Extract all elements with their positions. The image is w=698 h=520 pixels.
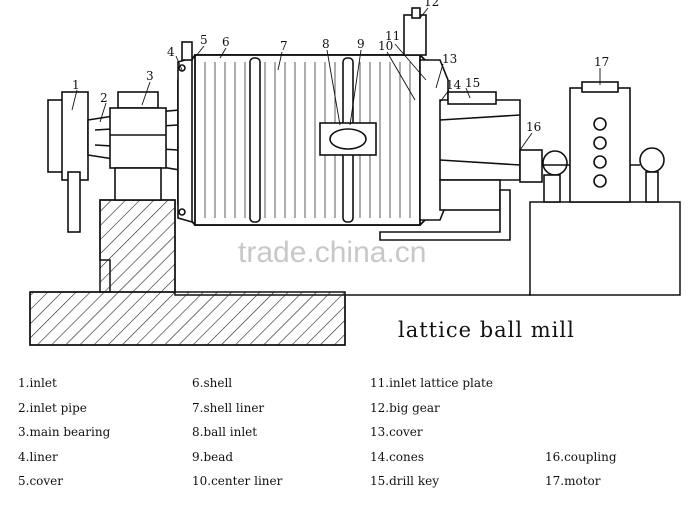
legend-item: 7.shell liner [192, 400, 265, 415]
legend-item: 1.inlet [18, 376, 57, 390]
callout-16: 16 [526, 120, 541, 134]
legend-item: 2.inlet pipe [18, 400, 87, 415]
legend-column-2: 6.shell 7.shell liner 8.ball inlet 9.bea… [192, 376, 282, 499]
callout-1: 1 [72, 78, 80, 92]
legend-item: 17.motor [545, 474, 601, 489]
main-bearing-left [109, 91, 167, 201]
diagram-title: lattice ball mill [398, 318, 575, 342]
legend-item: 8.ball inlet [192, 425, 258, 440]
coupling-motor [519, 81, 665, 203]
legend-item: 11.inlet lattice plate [370, 376, 493, 390]
callout-14: 14 [446, 78, 462, 92]
callout-4: 4 [167, 45, 175, 59]
ball-mill-diagram: 1 2 3 4 5 6 7 8 9 10 11 12 13 14 15 16 1… [29, 0, 681, 346]
legend-column-4: 16.coupling 17.motor [545, 450, 617, 499]
legend-item: 3.main bearing [18, 425, 111, 440]
callout-17: 17 [594, 55, 609, 69]
legend-item: 9.bead [192, 449, 234, 464]
callout-10: 10 [378, 39, 393, 53]
watermark: trade.china.cn [238, 236, 426, 269]
left-end-cap [177, 41, 193, 224]
legend-item: 6.shell [192, 376, 233, 390]
callout-15: 15 [465, 76, 480, 90]
parts-legend: 1.inlet 2.inlet pipe 3.main bearing 4.li… [0, 376, 698, 516]
legend-item: 15.drill key [370, 474, 439, 489]
bead-rings [249, 57, 354, 223]
callout-9: 9 [357, 37, 365, 51]
legend-column-3: 11.inlet lattice plate 12.big gear 13.co… [370, 376, 493, 499]
ball-inlet-hatch [319, 122, 377, 156]
callout-8: 8 [322, 37, 330, 51]
legend-column-1: 1.inlet 2.inlet pipe 3.main bearing 4.li… [18, 376, 110, 499]
legend-item: 12.big gear [370, 400, 440, 415]
callout-11: 11 [385, 29, 400, 43]
legend-item: 4.liner [18, 449, 58, 464]
legend-item: 5.cover [18, 474, 64, 489]
shell-liner-lines [204, 62, 411, 218]
callout-5: 5 [200, 33, 208, 47]
callout-7: 7 [280, 39, 288, 53]
callout-13: 13 [442, 52, 457, 66]
legend-item: 14.cones [370, 449, 425, 464]
foundation [29, 199, 681, 346]
legend-item: 10.center liner [192, 474, 283, 489]
callout-6: 6 [222, 35, 230, 49]
callout-2: 2 [100, 91, 108, 105]
legend-item: 13.cover [370, 425, 423, 440]
callout-12: 12 [424, 0, 439, 9]
callout-3: 3 [146, 69, 154, 83]
mill-drum [177, 54, 441, 226]
legend-item: 16.coupling [545, 449, 617, 464]
leader-lines [71, 7, 601, 151]
